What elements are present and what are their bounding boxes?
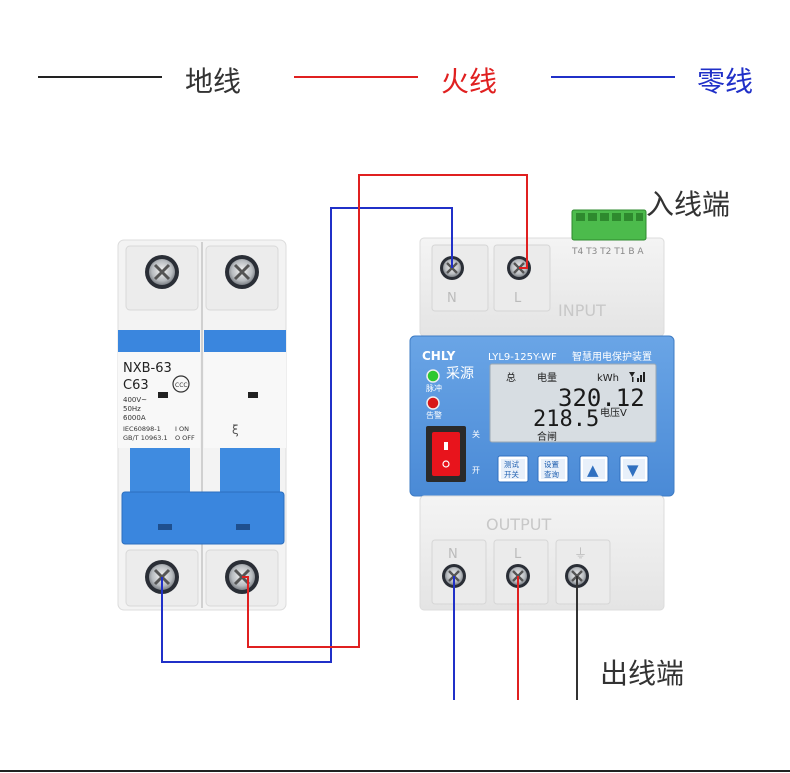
input-end-label: 入线端 bbox=[646, 188, 731, 221]
breaker-spec1: 400V~ bbox=[123, 396, 147, 404]
lcd-total-label: 总 bbox=[506, 371, 516, 384]
lcd-energy-value: 320.12 bbox=[558, 384, 645, 412]
breaker-std2: GB/T 10963.1 bbox=[123, 434, 168, 442]
output-label: OUTPUT bbox=[486, 515, 551, 534]
down-button[interactable]: ▼ bbox=[619, 455, 649, 483]
alarm-led-label: 告警 bbox=[426, 410, 442, 420]
breaker-cert: CCC bbox=[175, 382, 188, 389]
legend-ground-label: 地线 bbox=[185, 65, 242, 98]
device-brand: CHLY bbox=[422, 349, 456, 363]
input-label: INPUT bbox=[558, 301, 606, 320]
breaker-model: NXB-63 bbox=[123, 361, 172, 376]
breaker-rating: C63 bbox=[123, 378, 149, 393]
signal-icon bbox=[629, 372, 645, 382]
output-N-label: N bbox=[448, 547, 458, 562]
breaker-std1: IEC60898-1 bbox=[123, 425, 161, 433]
protection-device: T4 T3 T2 T1 B A N L INPUT CHLY 采源 LYL9-1… bbox=[409, 209, 675, 611]
test-switch-button[interactable]: 测试 开关 bbox=[497, 455, 529, 483]
legend-live-label: 火线 bbox=[441, 65, 498, 98]
breaker-coil-symbol: ξ bbox=[232, 423, 239, 437]
lcd-energy-label: 电量 bbox=[537, 371, 557, 384]
pulse-led-label: 脉冲 bbox=[426, 383, 442, 393]
live-input-wire bbox=[242, 174, 528, 648]
alarm-led bbox=[426, 396, 440, 410]
breaker-top-screw-1 bbox=[145, 255, 179, 289]
lcd-voltage-unit: 电压V bbox=[600, 406, 627, 419]
output-ground-label: ⏚ bbox=[574, 547, 587, 562]
breaker-spec2: 50Hz bbox=[123, 405, 141, 413]
input-L-label: L bbox=[514, 291, 522, 306]
input-N-label: N bbox=[447, 291, 457, 306]
switch-on-label: 开 bbox=[472, 466, 480, 475]
output-L-label: L bbox=[514, 547, 522, 562]
device-model: LYL9-125Y-WF bbox=[488, 352, 557, 363]
svg-text:测试: 测试 bbox=[504, 459, 519, 469]
up-button[interactable]: ▲ bbox=[579, 455, 609, 483]
lcd-status: 合闸 bbox=[537, 430, 557, 443]
device-model-desc: 智慧用电保护装置 bbox=[572, 350, 652, 363]
communication-terminal-block bbox=[571, 209, 647, 241]
down-arrow-icon: ▼ bbox=[627, 461, 639, 479]
breaker-on: I ON bbox=[175, 425, 189, 433]
terminal-labels: T4 T3 T2 T1 B A bbox=[571, 247, 644, 257]
power-switch[interactable] bbox=[426, 426, 466, 482]
neutral-input-wire bbox=[161, 207, 453, 663]
up-arrow-icon: ▲ bbox=[587, 461, 599, 479]
lcd-energy-unit: kWh bbox=[597, 373, 619, 384]
lcd-voltage-value: 218.5 bbox=[533, 407, 599, 432]
settings-query-button[interactable]: 设置 查询 bbox=[537, 455, 569, 483]
breaker-spec3: 6000A bbox=[123, 414, 146, 422]
legend-live-line bbox=[294, 76, 418, 78]
lcd-screen bbox=[489, 363, 657, 443]
legend-ground-line bbox=[38, 76, 162, 78]
legend-neutral-label: 零线 bbox=[697, 65, 754, 98]
svg-text:查询: 查询 bbox=[544, 469, 559, 479]
breaker-top-screw-2 bbox=[225, 255, 259, 289]
breaker-off: O OFF bbox=[175, 434, 195, 442]
pulse-led bbox=[426, 369, 440, 383]
svg-text:设置: 设置 bbox=[544, 459, 559, 469]
circuit-breaker: NXB-63 C63 CCC 400V~ 50Hz 6000A IEC60898… bbox=[117, 239, 287, 611]
device-brand-cn: 采源 bbox=[446, 366, 474, 382]
switch-off-label: 关 bbox=[472, 429, 480, 439]
svg-text:开关: 开关 bbox=[504, 469, 519, 479]
legend-neutral-line bbox=[551, 76, 675, 78]
output-end-label: 出线端 bbox=[600, 657, 685, 690]
